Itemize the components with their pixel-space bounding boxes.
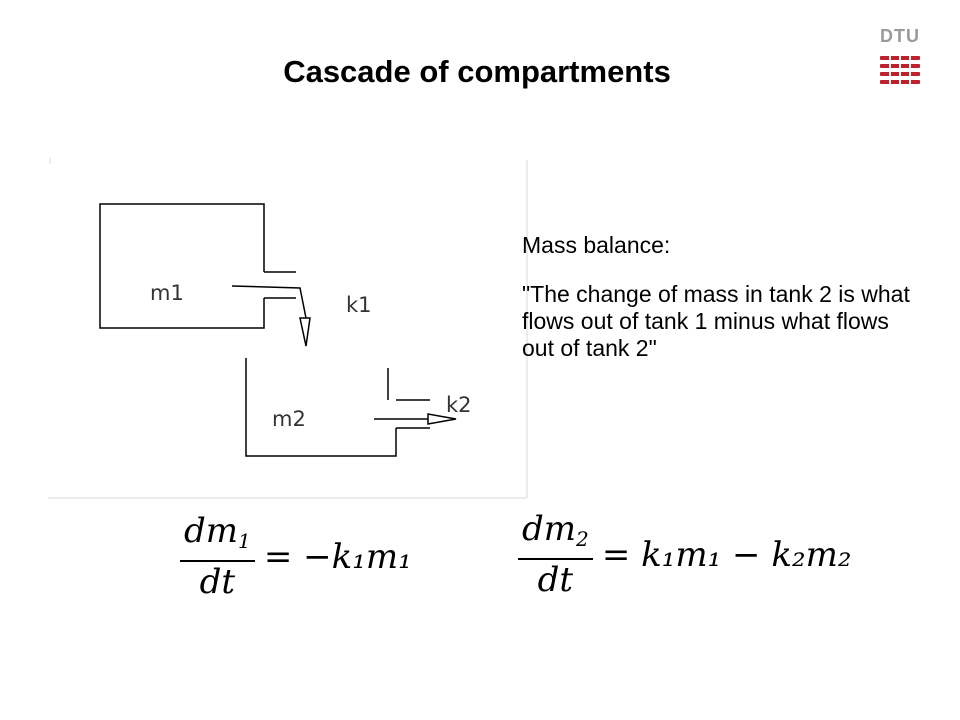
eq2-rhs: = k₁m₁ − k₂m₂ [601,535,852,575]
eq1-fraction-bar [180,560,255,562]
logo-text: DTU [880,26,920,46]
eq2-fraction-bar [518,558,593,560]
tank1-outline [99,203,265,329]
tank1-label: m1 [150,281,184,305]
eq1-fraction: dm1 dt [180,512,255,602]
equation-tank1: dm1 dt = −k₁m₁ [180,512,412,602]
eq1-denominator: dt [199,562,236,602]
eq1-rhs: = −k₁m₁ [263,537,412,577]
mass-balance-text: Mass balance: "The change of mass in tan… [522,232,912,362]
mass-balance-statement: "The change of mass in tank 2 is what fl… [522,281,910,361]
eq1-numerator: dm1 [184,511,251,553]
mass-balance-heading: Mass balance: [522,232,671,258]
tank2-outline [245,358,397,457]
eq2-denominator: dt [537,560,574,600]
slide-title: Cascade of compartments [283,54,671,89]
eq2-fraction: dm2 dt [518,510,593,600]
equation-tank2: dm2 dt = k₁m₁ − k₂m₂ [518,510,851,600]
dtu-logo-icon [880,54,920,88]
tank2-label: m2 [272,407,306,431]
eq2-numerator: dm2 [522,509,589,551]
flow2-arrowhead [427,413,457,425]
flow2-label: k2 [446,393,472,417]
flow1-pipe [231,285,307,319]
flow1-label: k1 [346,293,372,317]
dtu-logo: DTU [876,26,924,92]
flow1-arrowhead [299,317,311,347]
